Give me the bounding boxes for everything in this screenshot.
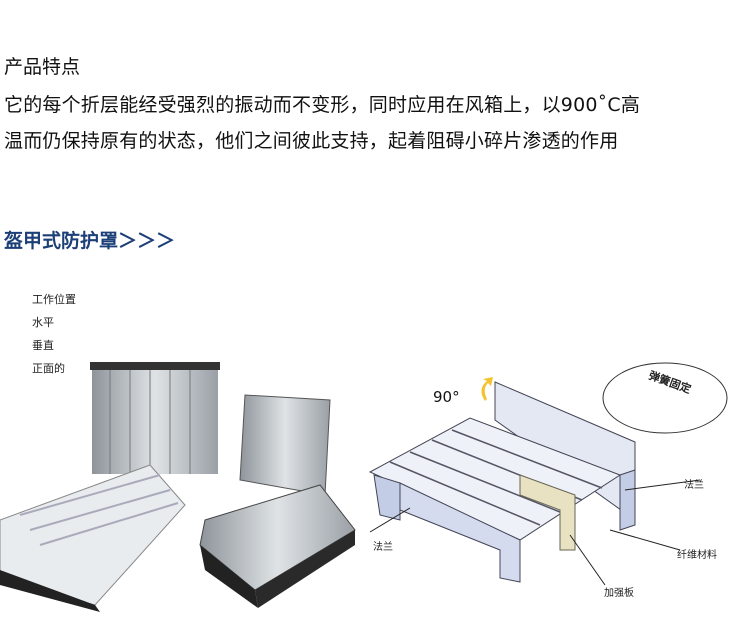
features-line-1: 它的每个折层能经受强烈的振动而不变形，同时应用在风箱上，以900˚C高 — [4, 94, 641, 116]
fiber-material-label: 纤维材料 — [677, 550, 717, 561]
vertical-label: 垂直 — [32, 339, 54, 352]
front-label: 正面的 — [32, 362, 65, 375]
horizontal-label: 水平 — [32, 316, 54, 329]
angle-label: 90° — [433, 388, 460, 406]
flange-right-label: 法兰 — [684, 480, 704, 491]
reinforcement-plate-label: 加强板 — [604, 588, 634, 599]
work-position-label: 工作位置 — [32, 293, 76, 306]
section-title: 盔甲式防护罩＞＞＞ — [4, 230, 176, 252]
armor-cover-photos — [0, 362, 356, 612]
flange-left-label: 法兰 — [373, 542, 393, 553]
features-line-2: 温而仍保持原有的状态，他们之间彼此支持，起着阻碍小碎片渗透的作用 — [4, 130, 619, 152]
structure-diagram — [368, 362, 728, 586]
features-title: 产品特点 — [4, 56, 81, 78]
